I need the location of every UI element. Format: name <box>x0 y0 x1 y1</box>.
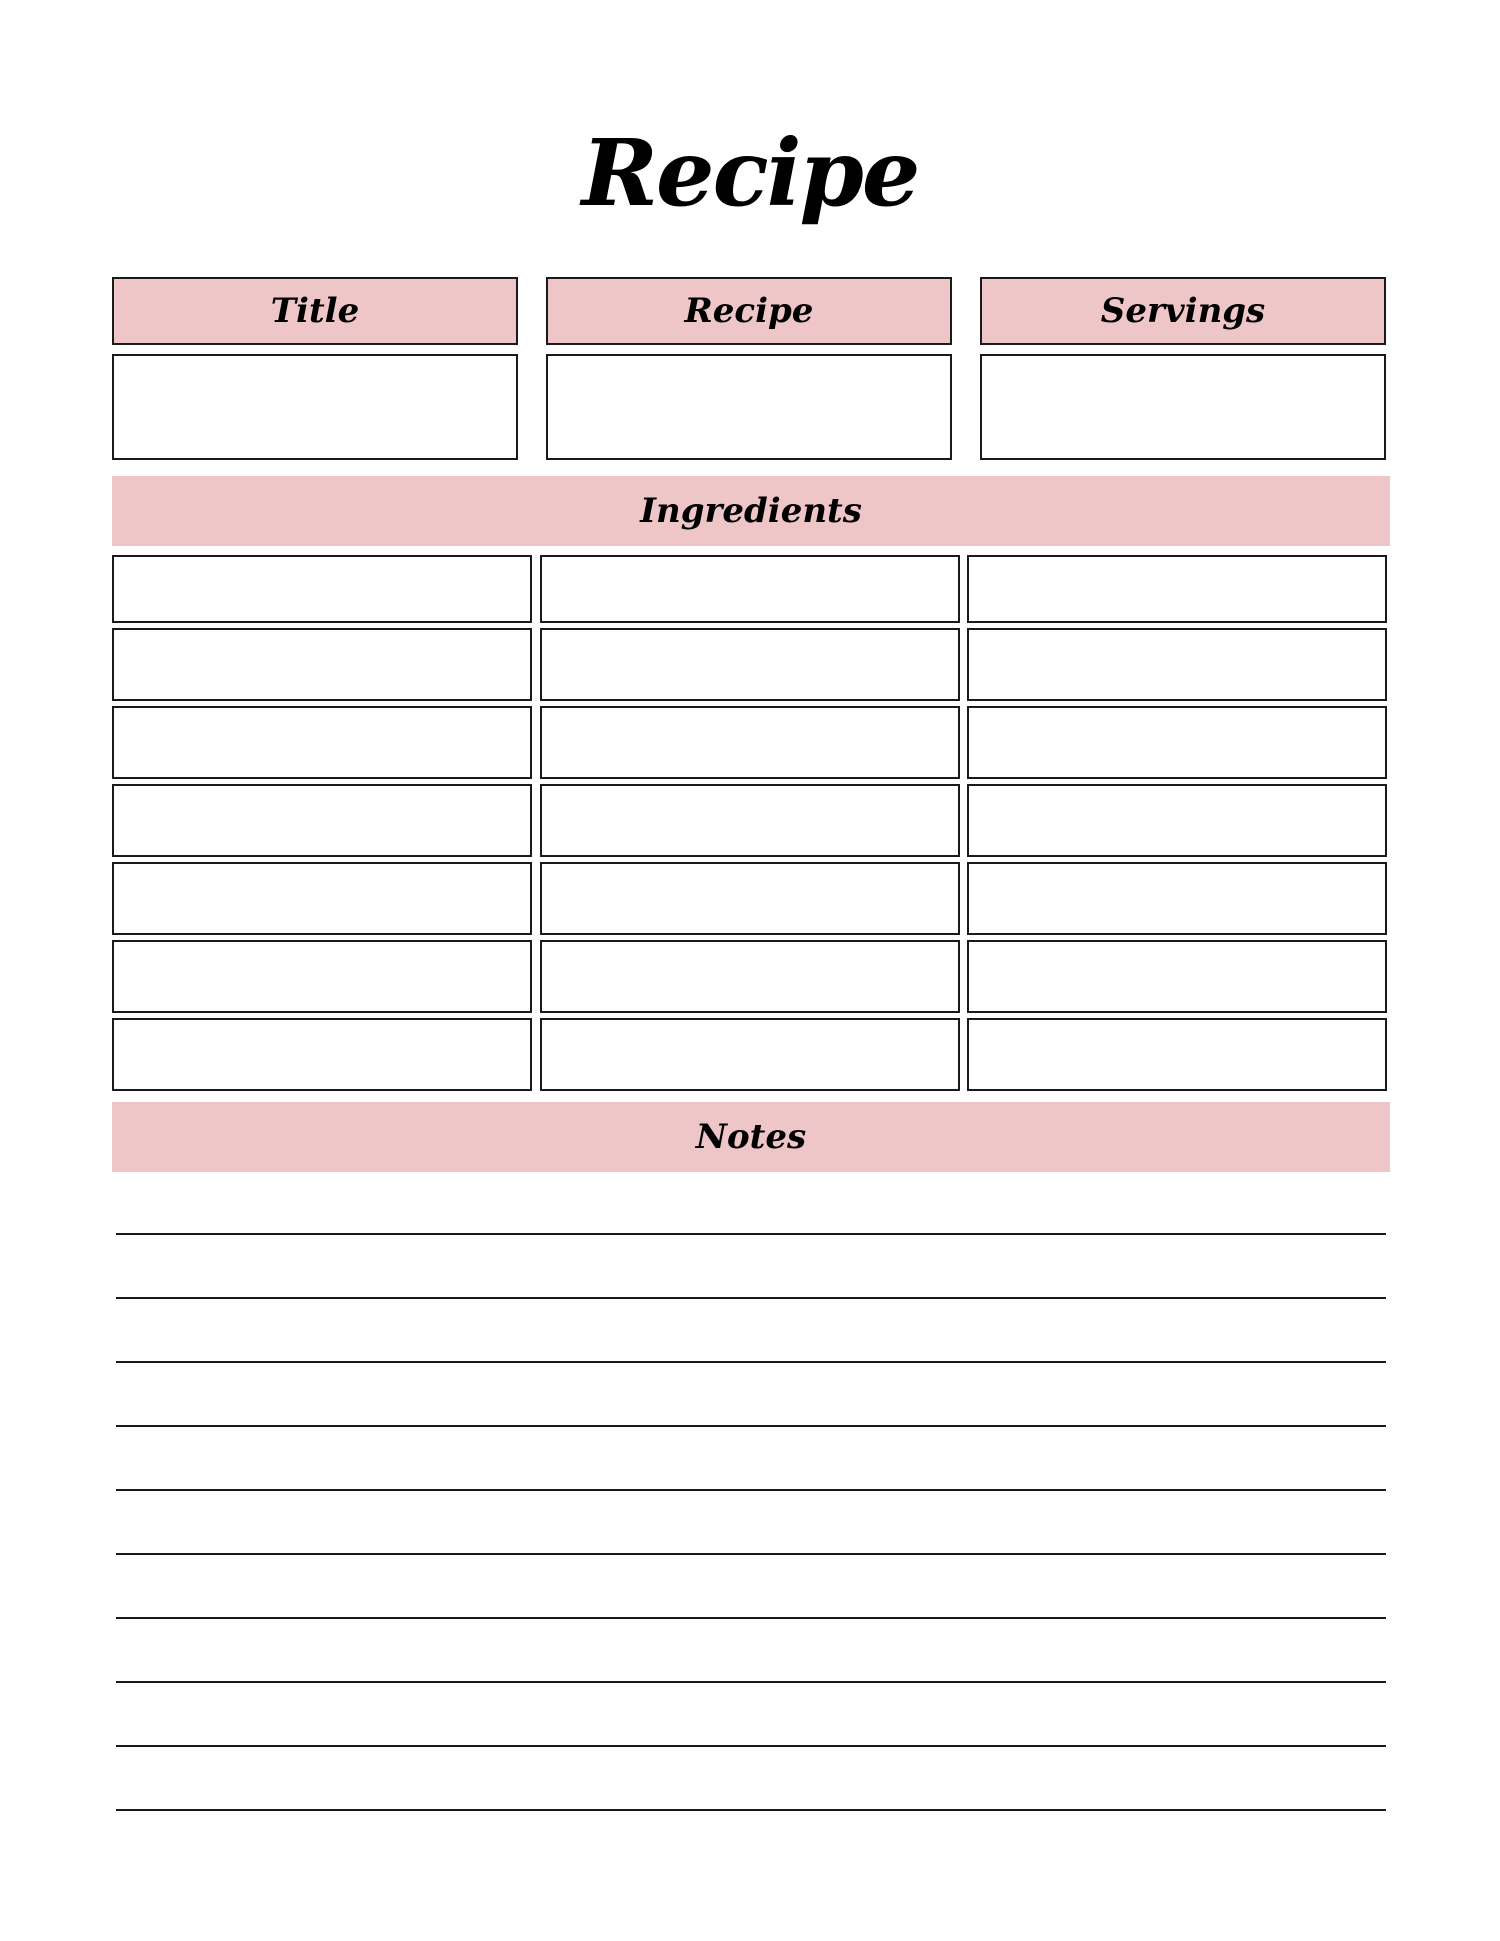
servings-field[interactable] <box>980 354 1386 460</box>
ingredient-cell[interactable] <box>540 862 960 935</box>
note-line[interactable] <box>116 1681 1386 1683</box>
ingredient-cell[interactable] <box>112 940 532 1013</box>
note-line[interactable] <box>116 1489 1386 1491</box>
ingredient-cell[interactable] <box>112 862 532 935</box>
ingredient-cell[interactable] <box>967 940 1387 1013</box>
ingredient-cell[interactable] <box>540 706 960 779</box>
ingredient-cell[interactable] <box>112 706 532 779</box>
ingredient-cell[interactable] <box>540 1018 960 1091</box>
note-line[interactable] <box>116 1361 1386 1363</box>
note-line[interactable] <box>116 1553 1386 1555</box>
note-line[interactable] <box>116 1233 1386 1235</box>
note-line[interactable] <box>116 1297 1386 1299</box>
title-field[interactable] <box>112 354 518 460</box>
note-line[interactable] <box>116 1745 1386 1747</box>
notes-heading: Notes <box>112 1102 1390 1172</box>
ingredient-cell[interactable] <box>967 784 1387 857</box>
ingredient-cell[interactable] <box>967 628 1387 701</box>
ingredient-cell[interactable] <box>967 862 1387 935</box>
ingredient-cell[interactable] <box>112 1018 532 1091</box>
ingredient-cell[interactable] <box>967 1018 1387 1091</box>
page-title: Recipe <box>581 119 921 227</box>
ingredient-cell[interactable] <box>112 784 532 857</box>
ingredient-cell[interactable] <box>540 784 960 857</box>
ingredient-cell[interactable] <box>967 555 1387 623</box>
ingredient-cell[interactable] <box>540 628 960 701</box>
ingredient-cell[interactable] <box>967 706 1387 779</box>
title-header: Title <box>112 277 518 345</box>
ingredients-heading: Ingredients <box>112 476 1390 546</box>
ingredient-cell[interactable] <box>540 555 960 623</box>
note-line[interactable] <box>116 1617 1386 1619</box>
recipe-field[interactable] <box>546 354 952 460</box>
ingredient-cell[interactable] <box>540 940 960 1013</box>
note-line[interactable] <box>116 1809 1386 1811</box>
note-line[interactable] <box>116 1425 1386 1427</box>
recipe-header: Recipe <box>546 277 952 345</box>
ingredient-cell[interactable] <box>112 555 532 623</box>
servings-header: Servings <box>980 277 1386 345</box>
ingredient-cell[interactable] <box>112 628 532 701</box>
